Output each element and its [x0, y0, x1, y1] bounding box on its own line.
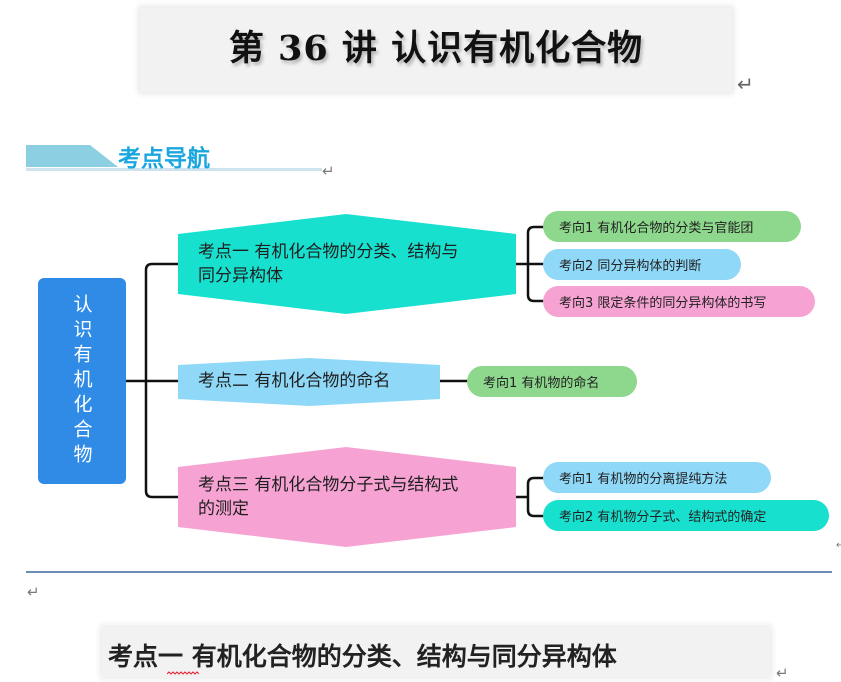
topic-1-label-line2: 同分异构体 [198, 266, 283, 286]
paragraph-mark: ↵ [737, 72, 754, 96]
direction-1-3: 考向3 限定条件的同分异构体的书写 [543, 286, 815, 317]
direction-1-2: 考向2 同分异构体的判断 [543, 249, 741, 280]
section-header-decoration [26, 145, 322, 171]
direction-2-1: 考向1 有机物的命名 [467, 366, 637, 397]
section-heading-box [102, 627, 770, 677]
topic-1-label: 考点一 有机化合物的分类、结构与 同分异构体 [198, 240, 458, 288]
topic-3-label-line2: 的测定 [198, 499, 249, 519]
page-title: 第 36 讲 认识有机化合物 [228, 28, 644, 69]
paragraph-mark: ↵ [836, 540, 841, 551]
section-heading: 考点一 有机化合物的分类、结构与同分异构体 [108, 642, 617, 671]
topic-3-label: 考点三 有机化合物分子式与结构式 的测定 [198, 473, 458, 521]
direction-3-2: 考向2 有机物分子式、结构式的确定 [543, 500, 829, 531]
spellcheck-underline [167, 671, 199, 675]
mindmap-root: 认识有机化合物 [38, 278, 126, 484]
topic-3-shape [178, 447, 516, 547]
direction-1-1: 考向1 有机化合物的分类与官能团 [543, 211, 801, 242]
section-divider [26, 571, 832, 573]
topic-1-label-line1: 考点一 有机化合物的分类、结构与 [198, 242, 459, 262]
topic-3-label-line1: 考点三 有机化合物分子式与结构式 [198, 475, 459, 495]
title-banner [140, 8, 732, 92]
topic-1-shape [178, 214, 516, 314]
section-header-title: 考点导航 [118, 146, 210, 172]
direction-3-1: 考向1 有机物的分离提纯方法 [543, 462, 771, 493]
mindmap-root-label: 认识有机化合物 [70, 293, 93, 469]
paragraph-mark: ↵ [322, 162, 335, 180]
topic-2-label: 考点二 有机化合物的命名 [198, 371, 391, 391]
topic-2-shape [178, 358, 440, 406]
paragraph-mark: ↵ [776, 664, 789, 682]
paragraph-mark: ↵ [27, 583, 40, 601]
